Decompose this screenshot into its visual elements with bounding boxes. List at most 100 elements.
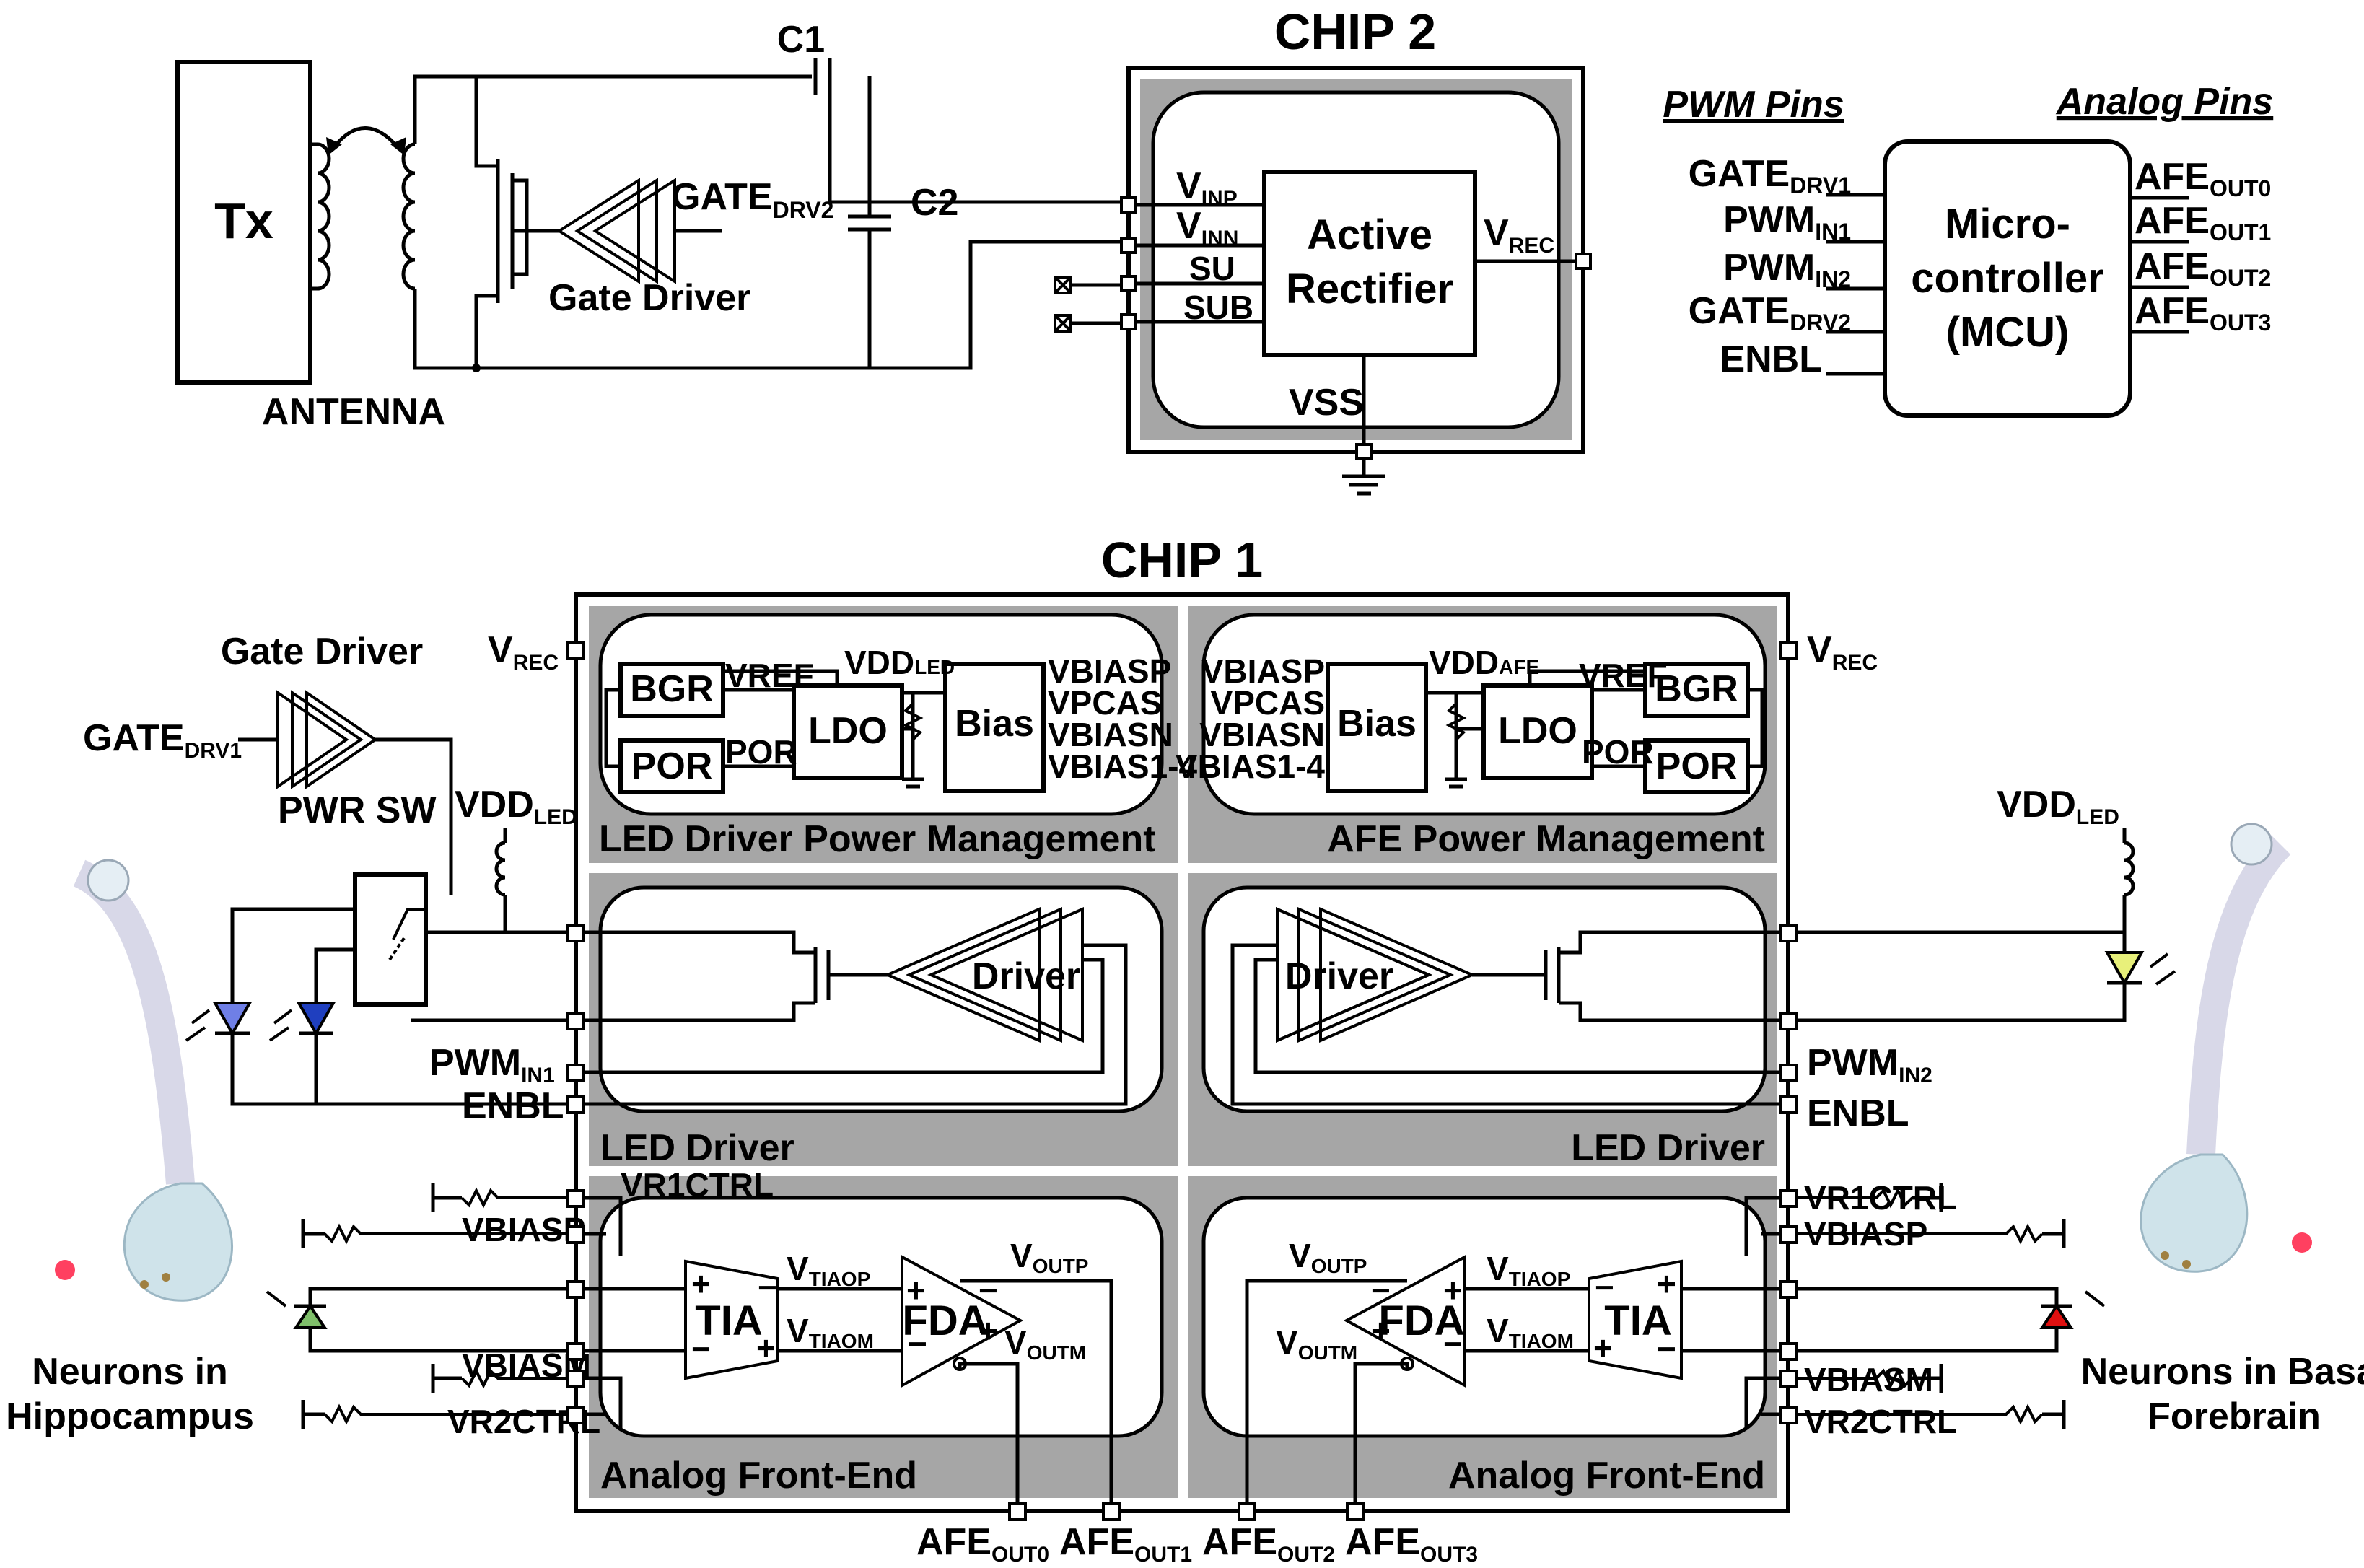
right-led-driver-title: LED Driver — [1571, 1127, 1765, 1169]
mcu-left-pins: GATEDRV1 PWMIN1 PWMIN2 GATEDRV2 ENBL — [1689, 153, 1885, 380]
svg-text:VTIAOP: VTIAOP — [787, 1250, 870, 1290]
ext-gate-drv1-label: GATEDRV1 — [83, 717, 242, 763]
svg-text:−: − — [691, 1330, 711, 1367]
bottom-pin-afe-out1: AFEOUT1 — [1059, 1521, 1192, 1567]
coupling-arrow — [332, 126, 400, 149]
svg-text:VOUTM: VOUTM — [1276, 1323, 1357, 1364]
neurons-right-line2: Forebrain — [2148, 1396, 2321, 1437]
pin-vss — [1355, 443, 1373, 460]
mcu-pin-gate-drv2: GATEDRV2 — [1689, 290, 1851, 336]
svg-text:VREF: VREF — [725, 657, 814, 694]
mcu-pin-afe-out1: AFEOUT1 — [2135, 200, 2271, 245]
svg-text:ENBL: ENBL — [1807, 1092, 1909, 1134]
svg-text:Driver: Driver — [972, 955, 1080, 997]
svg-text:PWMIN1: PWMIN1 — [429, 1042, 555, 1087]
c1-label: C1 — [777, 19, 825, 61]
analog-pins-header: Analog Pins — [2055, 81, 2273, 123]
svg-text:+: + — [1371, 1312, 1391, 1349]
gate-driver-2 — [556, 178, 676, 284]
svg-text:VINP: VINP — [1176, 165, 1238, 211]
pin-su — [1120, 275, 1137, 292]
svg-text:−: − — [1443, 1325, 1463, 1362]
svg-text:VOUTP: VOUTP — [1289, 1237, 1367, 1277]
svg-text:VBIASP: VBIASP — [462, 1211, 585, 1248]
pin-vinn — [1120, 237, 1137, 254]
chip2: CHIP 2 Active Rectifier VINP VINN SU SUB… — [1054, 4, 1592, 496]
right-fda — [1343, 1254, 1466, 1388]
left-ldo — [792, 683, 904, 780]
svg-text:VR2CTRL: VR2CTRL — [1804, 1403, 1957, 1440]
neurons-left-line1: Neurons in — [32, 1351, 228, 1393]
neuron-left-icon — [55, 859, 233, 1302]
svg-text:Micro-: Micro- — [1945, 201, 2070, 248]
bottom-pin-afe-out2: AFEOUT2 — [1202, 1521, 1335, 1567]
ext-vdd-led-left: VDDLED — [455, 784, 577, 829]
svg-text:VOUTM: VOUTM — [1004, 1323, 1086, 1364]
svg-text:+: + — [979, 1312, 998, 1349]
svg-text:VTIAOM: VTIAOM — [1487, 1312, 1574, 1352]
chip1-title: CHIP 1 — [1101, 532, 1263, 588]
svg-text:VTIAOM: VTIAOM — [787, 1312, 874, 1352]
mcu-pin-afe-out3: AFEOUT3 — [2135, 290, 2271, 336]
tx-label: Tx — [214, 193, 273, 249]
mcu-pin-pwm-in2: PWMIN2 — [1723, 247, 1851, 292]
svg-text:+: + — [1443, 1271, 1463, 1309]
svg-text:VBIASN: VBIASN — [1048, 716, 1173, 753]
left-tia — [684, 1259, 779, 1380]
photodiode-green-icon — [293, 1303, 328, 1329]
secondary-coil — [401, 142, 416, 291]
mcu-right-pins: AFEOUT0 AFEOUT1 AFEOUT2 AFEOUT3 — [2130, 156, 2271, 336]
led-darkblue-icon — [296, 1002, 336, 1037]
svg-text:(MCU): (MCU) — [1946, 309, 2070, 356]
svg-text:+: + — [1657, 1265, 1676, 1302]
svg-text:POR: POR — [1656, 745, 1738, 787]
active-rectifier-block — [1262, 170, 1477, 357]
svg-text:PWMIN2: PWMIN2 — [1807, 1042, 1932, 1087]
svg-text:VPCAS: VPCAS — [1211, 684, 1325, 722]
svg-text:FDA: FDA — [902, 1297, 988, 1344]
svg-text:+: + — [756, 1329, 776, 1367]
mcu-pin-pwm-in1: PWMIN1 — [1723, 199, 1851, 245]
svg-text:Bias: Bias — [1337, 703, 1417, 745]
left-power-management: BGR POR LDO Bias VREF POR VDDLED VBIASP … — [598, 613, 1197, 860]
right-tia — [1588, 1259, 1683, 1380]
svg-text:POR: POR — [1582, 733, 1654, 771]
svg-text:+: + — [691, 1265, 711, 1302]
svg-text:Bias: Bias — [955, 703, 1034, 745]
neuron-right-icon — [2140, 823, 2312, 1273]
svg-text:−: − — [908, 1325, 927, 1362]
left-bgr — [618, 662, 725, 718]
svg-text:TIA: TIA — [695, 1297, 762, 1344]
right-pm-title: AFE Power Management — [1327, 818, 1765, 860]
c2-label: C2 — [911, 182, 958, 224]
svg-text:controller: controller — [1911, 255, 2104, 302]
gate-drv2-label: GATEDRV2 — [671, 176, 833, 223]
svg-text:VBIASP: VBIASP — [1048, 652, 1171, 690]
svg-text:−: − — [758, 1269, 777, 1306]
left-external: Gate Driver GATEDRV1 PWR SW VDDLED — [6, 631, 577, 1437]
pin-vinp — [1120, 196, 1137, 214]
bottom-pin-afe-out0: AFEOUT0 — [916, 1521, 1049, 1567]
svg-text:VBIASN: VBIASN — [1199, 716, 1325, 753]
svg-text:ENBL: ENBL — [462, 1085, 564, 1127]
svg-text:POR: POR — [725, 733, 797, 771]
ext-vdd-led-right: VDDLED — [1997, 784, 2119, 829]
primary-coil — [317, 142, 331, 291]
svg-text:BGR: BGR — [630, 668, 714, 710]
svg-text:VDDAFE: VDDAFE — [1429, 644, 1539, 681]
led-yellow-icon — [2104, 951, 2145, 986]
svg-text:Driver: Driver — [1285, 955, 1393, 997]
svg-text:Active: Active — [1307, 211, 1432, 258]
svg-text:VREC: VREC — [1484, 212, 1554, 258]
mcu-pin-afe-out0: AFEOUT0 — [2135, 156, 2271, 201]
antenna-label: ANTENNA — [262, 391, 445, 433]
svg-text:VSS: VSS — [1289, 382, 1364, 424]
neurons-left-line2: Hippocampus — [6, 1396, 254, 1437]
pwr-switch — [353, 872, 428, 1007]
chip2-title: CHIP 2 — [1274, 4, 1436, 60]
left-bias — [943, 662, 1046, 793]
svg-text:TIA: TIA — [1604, 1297, 1671, 1344]
svg-text:VINN: VINN — [1176, 205, 1238, 250]
mcu: PWM Pins Analog Pins Micro- controller (… — [1663, 81, 2273, 418]
